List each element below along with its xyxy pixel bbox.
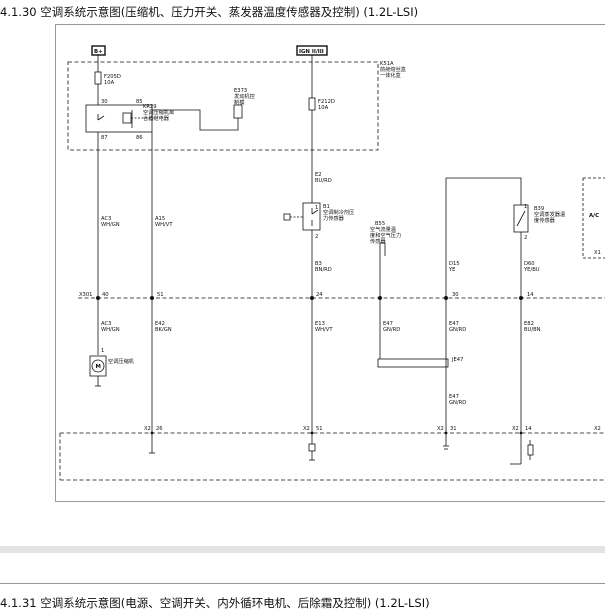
connector-pin-40: 40 <box>102 292 109 298</box>
ac-box-label: A/C <box>589 213 599 219</box>
connector-pin-14: 14 <box>527 292 534 298</box>
evap-sensor-desc-1: 空调蒸发器温 <box>534 210 565 218</box>
page-heading-figure-4-1-31: 4.1.31 空调系统示意图(电源、空调开关、内外循环电机、后除霜及控制) (1… <box>0 596 430 610</box>
wire-d15-color: YE <box>448 267 455 273</box>
wire-ac3-bottom: AC3 <box>101 321 111 327</box>
bplus-box <box>91 45 106 56</box>
hp-sensor-desc-1: 空气流量温 <box>370 225 396 233</box>
wire-ac3-top-color: WH/GN <box>101 222 120 228</box>
wire-e42: E42 <box>155 321 165 327</box>
fuse1-rating: 10A <box>104 80 115 86</box>
wire-d15: D15 <box>449 261 460 267</box>
module-desc-1: 前舱熔丝盒 <box>380 65 407 73</box>
connector-pin-30: 30 <box>452 292 459 298</box>
hp-sensor-desc-3: 传感器 <box>370 237 386 245</box>
relay-desc-2: 合器继电器 <box>143 114 170 122</box>
relay-pin-86: 86 <box>136 135 143 141</box>
pressure-switch-box <box>302 202 321 231</box>
wire-e47-c: E47 <box>449 394 459 400</box>
ecm-desc-1: 发动机控 <box>234 92 255 100</box>
bottom-x2-51: X2 <box>303 426 310 432</box>
wire-e13-color: WH/VT <box>315 327 333 333</box>
motor-m-symbol: M <box>96 364 101 370</box>
section-divider <box>0 546 605 553</box>
ac-box-pin: X1 <box>594 250 601 256</box>
ecm-desc-2: 制模 <box>234 98 244 106</box>
fuse2-id: F212D <box>318 99 335 105</box>
evap-sensor-pin-2: 2 <box>524 235 527 241</box>
ecm-id: E373 <box>234 88 247 94</box>
motor-pin: 1 <box>101 348 104 354</box>
module-desc-2: 一体化盒 <box>380 71 402 79</box>
bottom-pin-31: 31 <box>450 426 457 432</box>
wire-ac3-bottom-color: WH/GN <box>101 327 120 333</box>
wire-ac3-top: AC3 <box>101 216 111 222</box>
pressure-switch-desc-2: 力传感器 <box>323 214 345 222</box>
relay-id: KR29 <box>143 104 157 110</box>
relay-pin-87: 87 <box>101 135 108 141</box>
wire-e82-color: BU/BN <box>524 327 541 333</box>
relay-box <box>85 104 153 133</box>
pressure-switch-pin-2: 2 <box>315 234 318 240</box>
wire-e2-color: BU/RD <box>315 178 332 184</box>
connector-x301: X301 <box>79 292 92 298</box>
relay-pin-30: 30 <box>101 99 108 105</box>
wire-e47-b: E47 <box>449 321 459 327</box>
fuse2-rating: 10A <box>318 105 329 111</box>
relay-desc-1: 空调压缩机离 <box>143 108 174 116</box>
pressure-switch-pin-1: 1 <box>315 205 318 211</box>
wire-e47-c-color: GN/RD <box>449 400 466 406</box>
relay-pin-85: 85 <box>136 99 143 105</box>
wire-e47-a: E47 <box>383 321 393 327</box>
fuse1-id: F205D <box>104 74 121 80</box>
next-figure-frame-top <box>0 583 605 584</box>
motor-desc: 空调压缩机 <box>108 357 135 365</box>
bplus-label: B+ <box>94 49 103 55</box>
wire-b3-color: BN/RD <box>315 267 332 273</box>
wire-b3: B3 <box>315 261 322 267</box>
bottom-x2-14: X2 <box>512 426 519 432</box>
module-dashed-box <box>67 61 379 151</box>
bottom-x2-end: X2 <box>594 426 601 432</box>
wire-e82: E82 <box>524 321 534 327</box>
wire-e47-a-color: GN/RD <box>383 327 400 333</box>
wire-d60-color: YE/BU <box>523 267 540 273</box>
hp-sensor-desc-2: 度和空气压力 <box>370 231 401 239</box>
bottom-x2-26: X2 <box>144 426 151 432</box>
diagram-frame <box>55 24 605 502</box>
wire-e47-b-color: GN/RD <box>449 327 466 333</box>
splice-id: JE47 <box>451 357 463 363</box>
compressor-motor <box>91 359 105 373</box>
page-heading-figure-4-1-30: 4.1.30 空调系统示意图(压缩机、压力开关、蒸发器温度传感器及控制) (1.… <box>0 5 419 19</box>
evap-sensor-id: B39 <box>534 206 544 212</box>
wire-e42-color: BK/GN <box>155 327 172 333</box>
wire-e2: E2 <box>315 172 322 178</box>
evap-sensor-desc-2: 度传感器 <box>534 216 556 224</box>
pressure-switch-id: B1 <box>323 204 330 210</box>
wire-a15: A15 <box>155 216 165 222</box>
splice-je47 <box>377 358 449 368</box>
bottom-pin-26: 26 <box>156 426 163 432</box>
ac-box-dashed <box>582 177 605 259</box>
connector-pin-51: 51 <box>157 292 164 298</box>
schematic-diagram: B+ IGN II/III K51A 前舱熔丝盒 一体化盒 F205D 10A … <box>59 45 605 481</box>
bottom-x2-31: X2 <box>437 426 444 432</box>
ign-label: IGN II/III <box>299 49 324 55</box>
hp-sensor-id: B55 <box>375 221 385 227</box>
ecm-dashed-box <box>59 432 605 481</box>
pressure-switch-desc-1: 空调制冷剂压 <box>323 208 354 216</box>
bottom-pin-51: 51 <box>316 426 323 432</box>
module-id: K51A <box>380 61 394 67</box>
bottom-pin-14: 14 <box>525 426 532 432</box>
connector-pin-24: 24 <box>316 292 323 298</box>
wire-e13: E13 <box>315 321 325 327</box>
wire-a15-color: WH/VT <box>155 222 173 228</box>
evap-sensor-pin-1: 1 <box>524 204 527 210</box>
wire-d60: D60 <box>524 261 535 267</box>
